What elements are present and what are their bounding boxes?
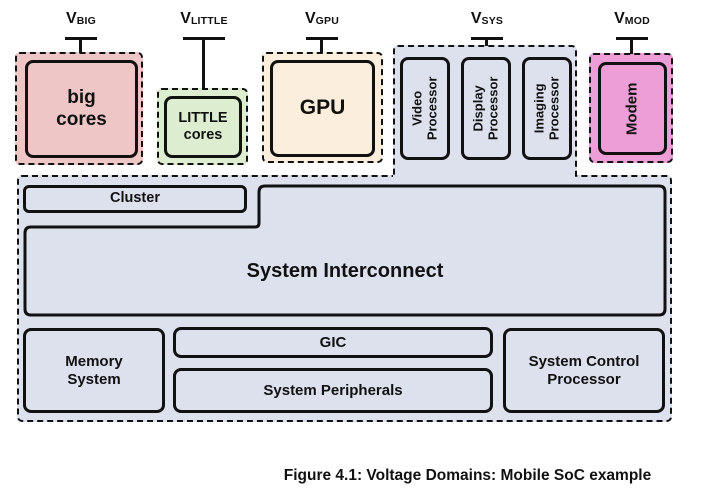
imaging-processor-block: Imaging Processor [522,57,572,160]
voltage-label-vmod: VMOD [596,10,668,28]
video-processor-block: Video Processor [400,57,450,160]
system-interconnect-label: System Interconnect [246,259,444,282]
vmod-base: V [614,10,625,27]
vsys-connector-line [485,37,488,46]
voltage-label-vsys: VSYS [451,10,523,28]
vbig-base: V [66,10,77,27]
big-cores-block: big cores [25,60,138,158]
system-control-processor-block: System Control Processor [503,328,665,413]
gic-block: GIC [173,327,493,358]
vbig-subscript: BIG [76,15,96,27]
display-processor-block: Display Processor [461,57,511,160]
vbig-connector-line [79,37,82,53]
vgpu-subscript: GPU [315,15,340,27]
voltage-label-vgpu: VGPU [286,10,358,28]
system-peripherals-block: System Peripherals [173,368,493,413]
voltage-label-vlittle: VLITTLE [168,10,240,28]
memory-system-block: Memory System [23,328,165,413]
vlittle-connector-line [202,37,205,89]
vgpu-connector-line [320,37,323,53]
modem-block: Modem [598,62,667,155]
vlittle-base: V [180,10,191,27]
vsys-subscript: SYS [481,15,504,27]
vlittle-subscript: LITTLE [190,15,228,27]
little-cores-block: LITTLE cores [164,96,242,158]
cluster-block: Cluster [23,185,247,213]
vgpu-base: V [304,10,316,27]
vmod-connector-line [630,37,633,54]
vmod-subscript: MOD [624,15,650,27]
voltage-label-vbig: VBIG [45,10,117,28]
vsys-base: V [470,10,482,27]
gpu-block: GPU [270,60,375,157]
figure-caption: Figure 4.1: Voltage Domains: Mobile SoC … [283,467,652,484]
